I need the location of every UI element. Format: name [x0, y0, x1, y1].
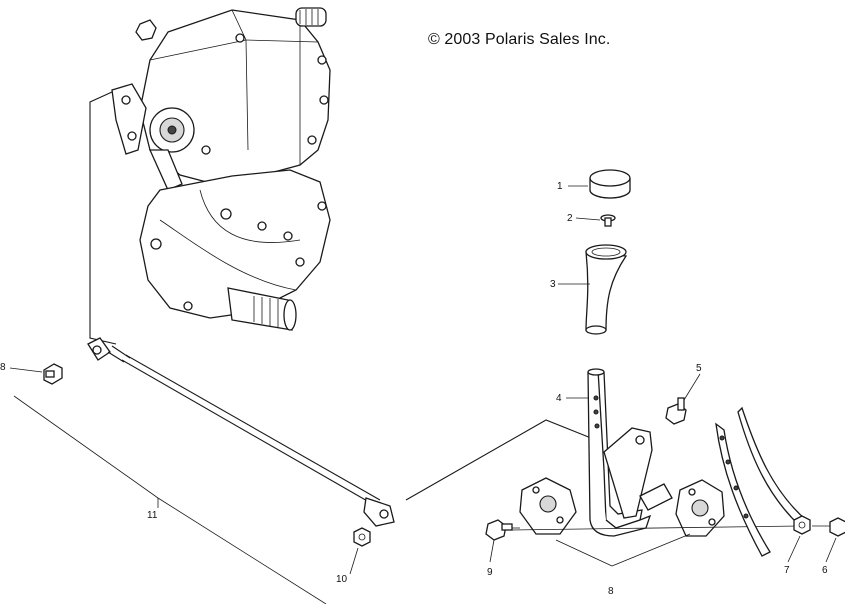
gearcase-assembly [111, 7, 331, 331]
callout-4: 4 [556, 393, 562, 404]
shift-knob-cap [589, 169, 631, 199]
callout-5: 5 [696, 363, 702, 374]
pivot-bracket-right [675, 479, 725, 537]
shift-lever [587, 368, 673, 537]
shift-grip [585, 244, 628, 335]
shift-rod [87, 337, 395, 527]
callout-6: 6 [822, 565, 828, 576]
callout-10: 10 [336, 574, 348, 585]
nut-10 [353, 527, 371, 547]
leader-rod-shift [405, 419, 597, 501]
knob-screw [600, 214, 616, 227]
bolt-9-lower [485, 519, 513, 541]
callout-8-left: 8 [0, 362, 6, 373]
copyright-notice: © 2003 Polaris Sales Inc. [428, 31, 611, 48]
pivot-bracket-left [519, 477, 577, 535]
callout-8: 8 [608, 586, 614, 597]
bolt-left [43, 363, 63, 385]
washer-7 [793, 515, 811, 535]
callout-7: 7 [784, 565, 790, 576]
callout-2: 2 [567, 213, 573, 224]
leader-gearcase-rod [89, 91, 117, 345]
nut-6 [829, 517, 845, 537]
callout-3: 3 [550, 279, 556, 290]
bolt-5 [665, 397, 687, 425]
callout-9-lower: 9 [487, 567, 493, 578]
callout-1: 1 [557, 181, 563, 192]
callout-11: 11 [147, 510, 158, 521]
chassis-panel [715, 406, 807, 557]
rod-callout-bracket [13, 395, 327, 604]
